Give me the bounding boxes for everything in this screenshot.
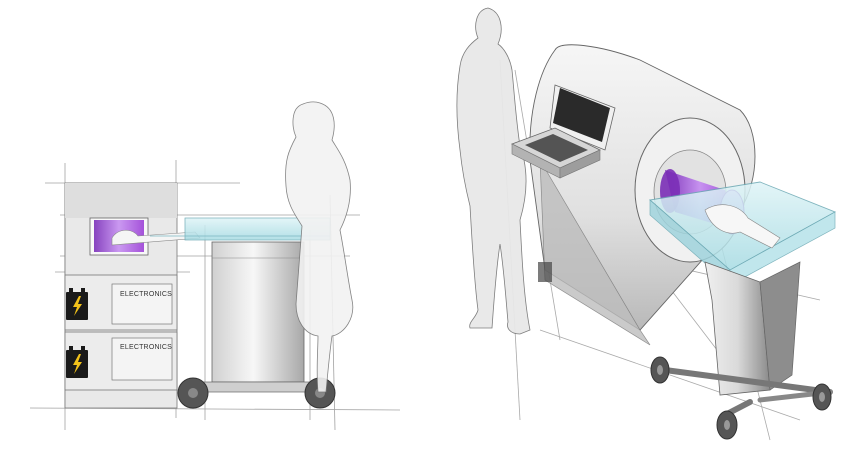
perspective-view [457,8,835,440]
side-view: ELECTRONICS ELECTRONICS [30,102,400,430]
electronics-label-top: ELECTRONICS [120,291,172,298]
cart-pedestal-side [212,242,304,382]
man-silhouette [457,8,540,334]
battery-bolt-icon [66,346,88,378]
electronics-label-bottom: ELECTRONICS [120,344,172,351]
battery-bolt-icon [66,288,88,320]
